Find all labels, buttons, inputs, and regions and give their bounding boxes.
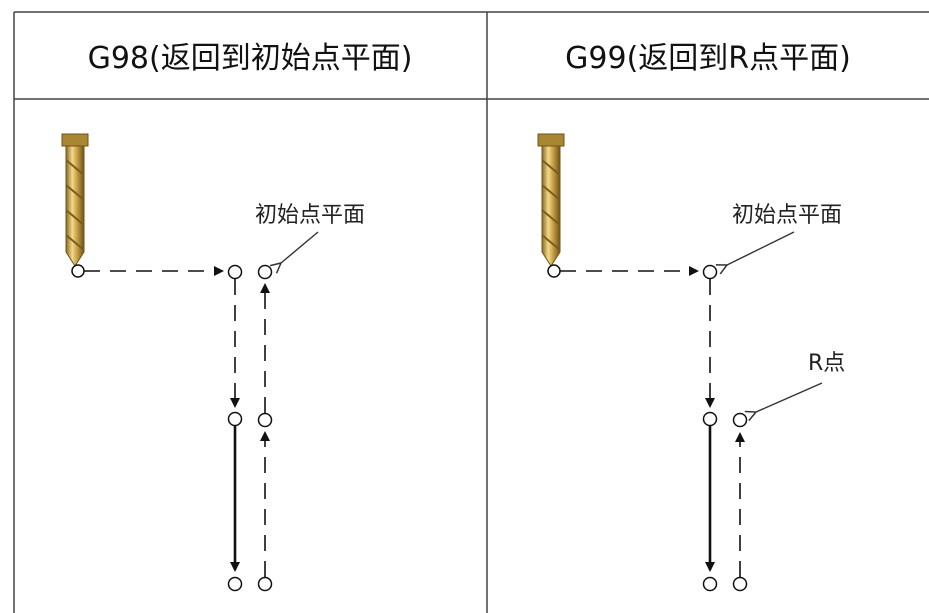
initial-point-return	[257, 264, 273, 280]
r-point-down	[227, 411, 243, 427]
g98-panel: 初始点平面	[61, 133, 365, 592]
r-point-down	[702, 411, 718, 427]
start-point	[547, 264, 561, 278]
bottom-point-left	[702, 576, 718, 592]
table-borders	[13, 11, 929, 613]
bottom-point-right	[732, 576, 748, 592]
label-pointer-right-r	[756, 382, 823, 412]
start-point	[71, 264, 85, 278]
label-pointer-left	[281, 231, 319, 263]
drill-bit-icon	[537, 133, 565, 267]
bottom-point-right	[257, 576, 273, 592]
g99-panel: 初始点平面 R点	[537, 133, 845, 592]
initial-point-down	[227, 264, 243, 280]
r-point-return	[732, 412, 748, 428]
initial-plane-label-left: 初始点平面	[255, 203, 365, 228]
label-pointer-right-initial	[727, 231, 795, 265]
initial-point	[702, 264, 718, 280]
initial-plane-label-right: 初始点平面	[732, 203, 842, 228]
r-point-label: R点	[808, 351, 845, 376]
drill-bit-icon	[61, 133, 89, 267]
header-g98: G98(返回到初始点平面)	[87, 41, 413, 76]
header-g99: G99(返回到R点平面)	[565, 41, 851, 76]
bottom-point-left	[227, 576, 243, 592]
r-point-return	[257, 412, 273, 428]
